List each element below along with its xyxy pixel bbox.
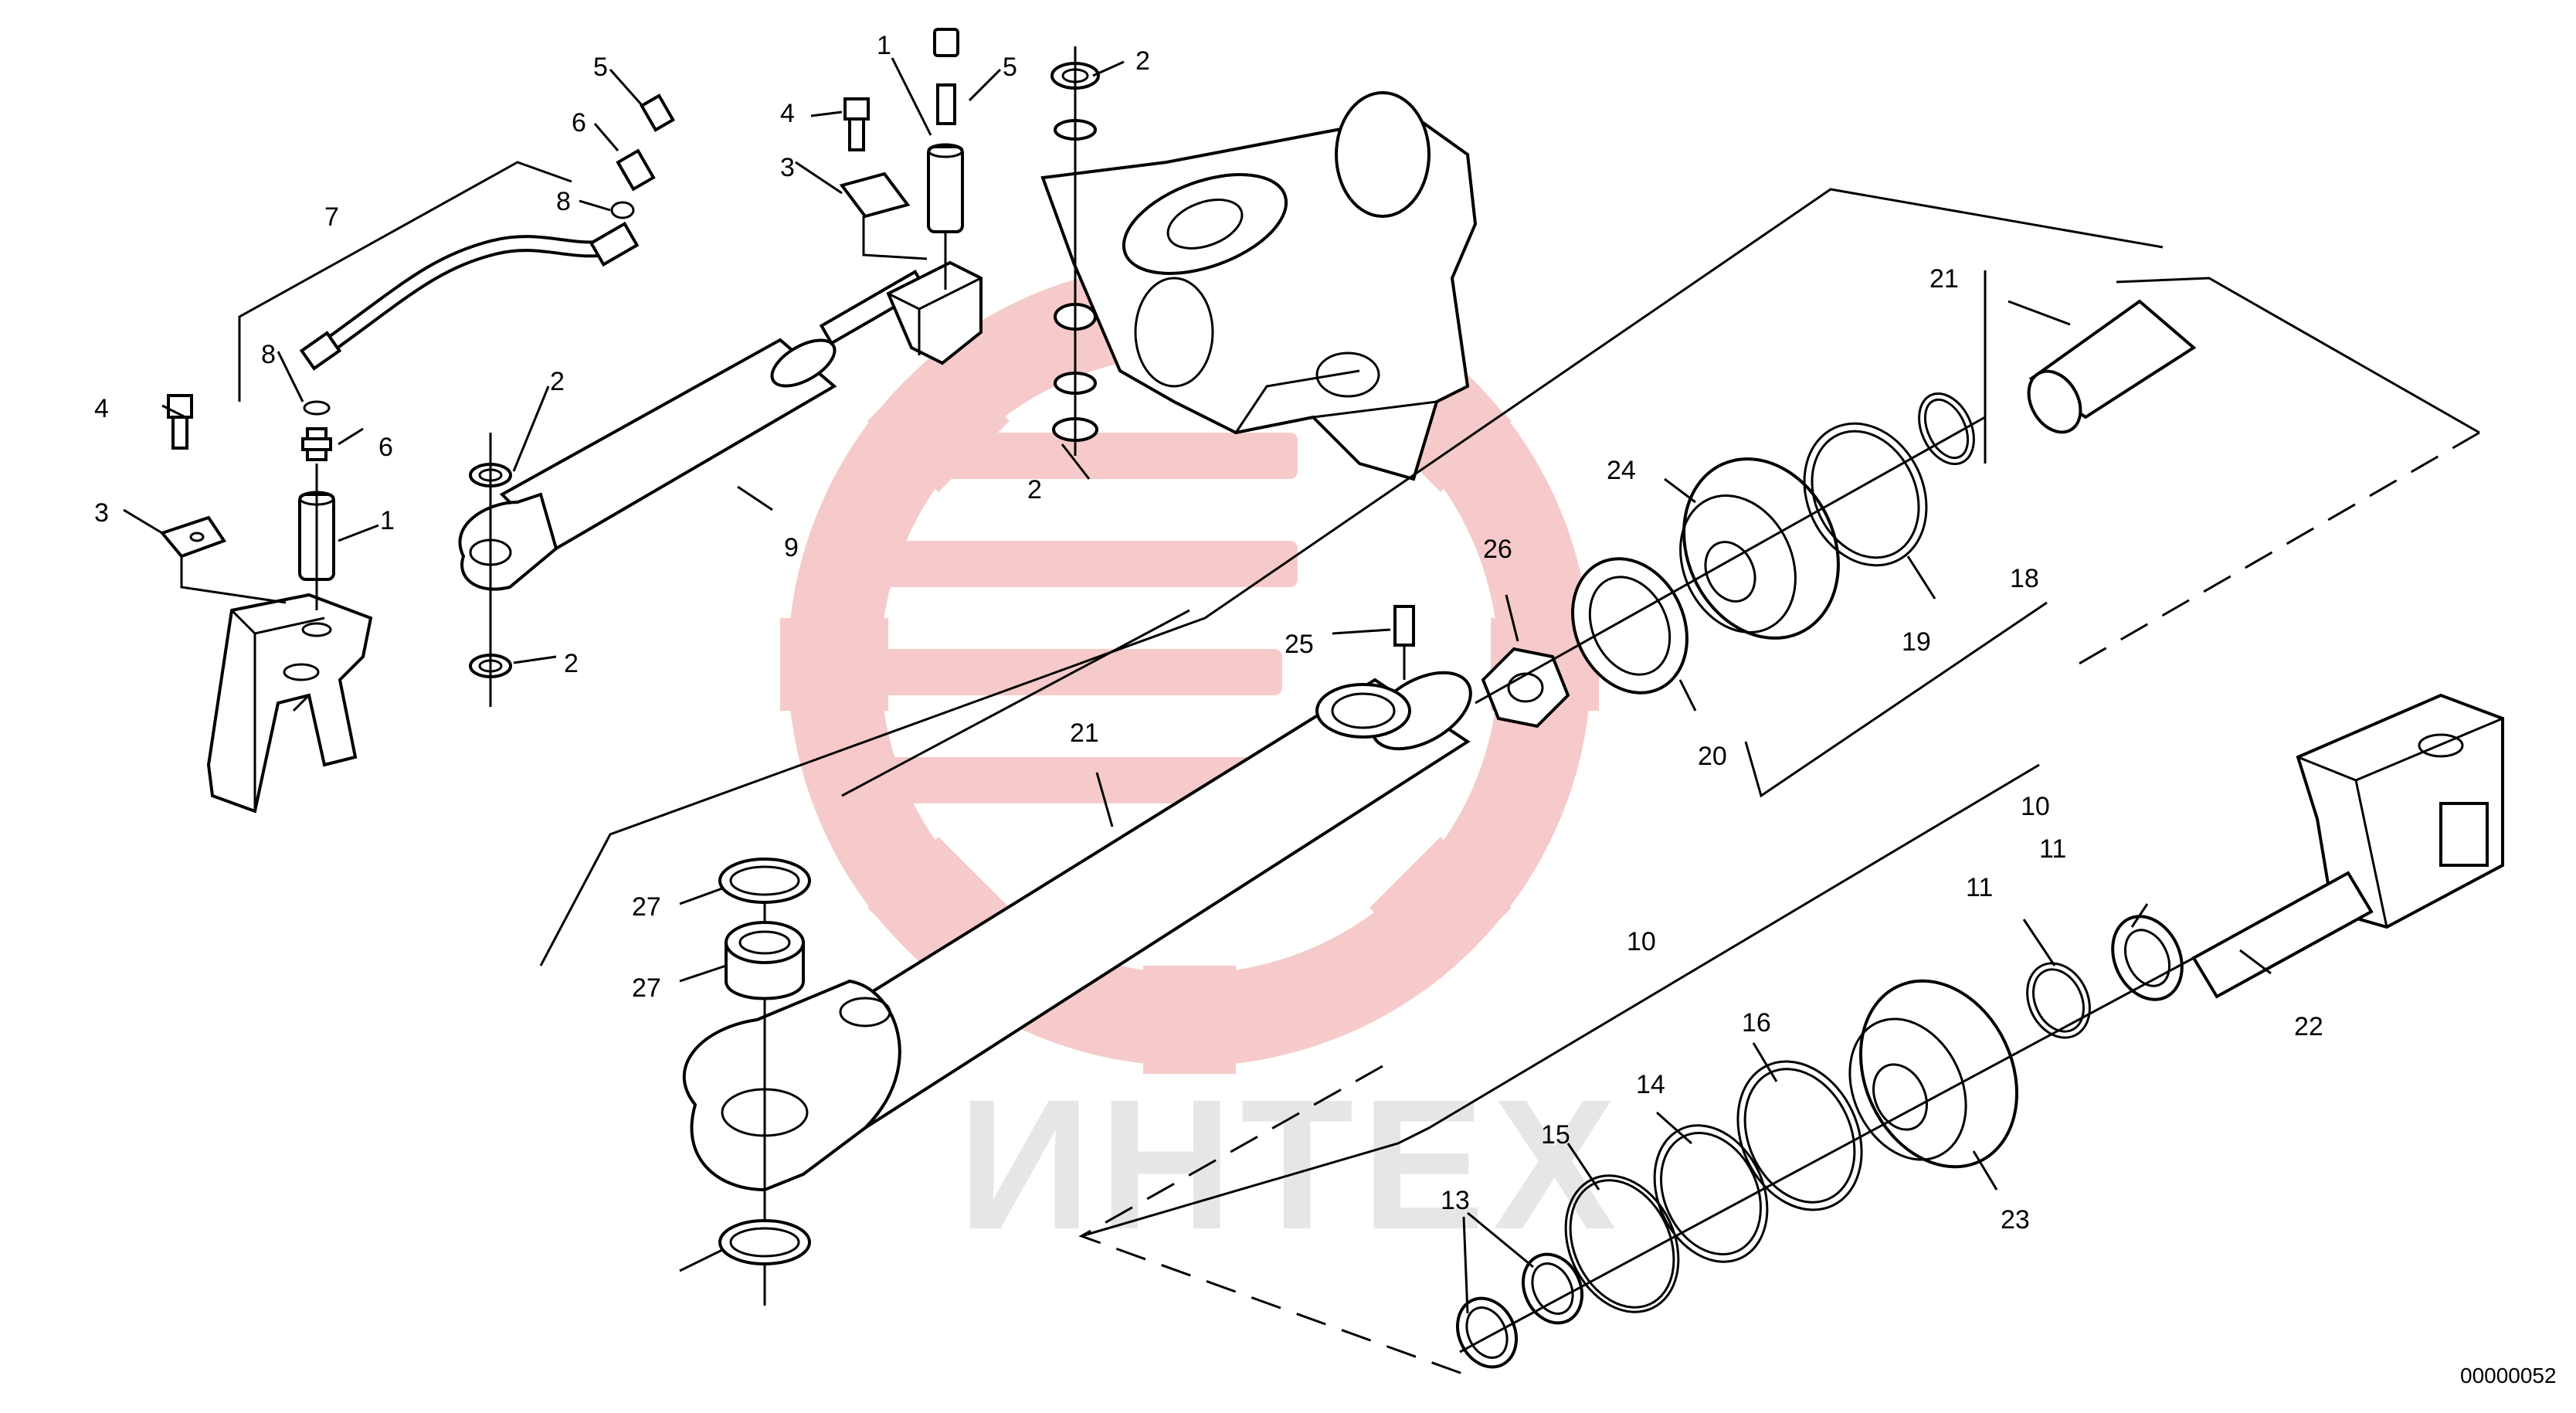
callout-19: 20 [1698, 742, 1727, 771]
seal-12 [2026, 962, 2091, 1039]
callout-20: 21 [1070, 718, 1099, 748]
left-bracket-assembly [159, 394, 373, 813]
callout-5-top: 5 [1003, 53, 1017, 82]
callout-10: 10 [1627, 927, 1656, 956]
circlip-27-top [718, 858, 811, 904]
steering-cylinder-small [458, 28, 983, 707]
callout-22: 23 [2001, 1205, 2030, 1235]
piston-set [1475, 299, 2197, 729]
o-ring-left [303, 400, 331, 416]
callout-13: 13 [1441, 1186, 1470, 1215]
callout-2-top: 2 [1135, 46, 1150, 76]
callout-14: 14 [1636, 1070, 1665, 1099]
lock-plate-left [159, 515, 227, 559]
callout-1-left: 1 [380, 506, 395, 535]
callout-2-cyl-top: 2 [550, 367, 565, 396]
callout-6: 6 [572, 108, 586, 138]
callout-4-top: 4 [780, 99, 795, 128]
callout-11: 11 [2039, 834, 2066, 864]
callout-1-top: 1 [877, 31, 891, 60]
callout-26: 27 [632, 973, 661, 1003]
axle-housing [1040, 46, 1478, 481]
nut-25 [1481, 647, 1570, 729]
callout-9: 9 [784, 533, 799, 562]
drawing-number: 00000052 [2460, 1364, 2557, 1388]
seal-18 [1803, 422, 1928, 567]
callout-23: 24 [1607, 456, 1636, 485]
callout-8-left: 8 [261, 340, 276, 369]
piston-rod-assembly [1456, 693, 2504, 1369]
callout-8: 8 [556, 187, 571, 216]
callout-4-left: 4 [94, 394, 109, 423]
leader-lines [123, 57, 2272, 1314]
breather-top [640, 93, 675, 132]
rod-eye-block [2296, 693, 2504, 929]
wiper-11 [2111, 915, 2184, 1001]
callout-7: 7 [324, 202, 339, 232]
main-cylinder-barrel [682, 605, 1472, 1306]
callout-2-cyl-bottom: 2 [564, 649, 579, 678]
watermark-text: ИНТЕХ [958, 1061, 1624, 1268]
left-bracket [206, 593, 373, 813]
callout-labels: 5 6 8 7 8 4 6 3 1 4 3 1 5 2 2 2 2 9 21 2… [94, 31, 2323, 1235]
ring-19 [1571, 557, 1688, 695]
bolt-top [843, 97, 870, 121]
callout-21-top: 21 [1929, 264, 1959, 294]
callout-2-axle: 2 [1027, 475, 1042, 504]
callout-3-left: 3 [94, 498, 109, 528]
pin-top [927, 145, 964, 233]
hydraulic-hose [299, 93, 675, 371]
guide-ring-17 [1918, 392, 1975, 466]
bush-13a [1522, 1252, 1583, 1325]
callout-5: 5 [593, 53, 608, 82]
callout-27-top: 27 [632, 892, 661, 922]
callout-21-bottom: 22 [2294, 1012, 2323, 1041]
plug-24 [1393, 605, 1415, 647]
callout-16: 16 [1742, 1008, 1771, 1038]
bush-13b [1456, 1296, 1518, 1369]
group-lines [238, 161, 2480, 1380]
circlip-27-bottom [718, 1219, 811, 1265]
backup-ring-14 [1653, 1124, 1769, 1263]
callout-6-left: 6 [378, 433, 393, 462]
callout-12: 11 [1966, 873, 1993, 902]
callout-15: 15 [1541, 1120, 1570, 1150]
port-boss [1315, 683, 1411, 739]
callout-3-top: 3 [780, 153, 795, 182]
callout-24: 25 [1285, 630, 1314, 659]
callout-18: 19 [1902, 627, 1931, 657]
callout-25: 26 [1483, 535, 1512, 564]
callout-11-b: 10 [2021, 792, 2050, 821]
fitting-top [616, 148, 656, 192]
callout-17: 18 [2010, 564, 2039, 593]
lock-plate-top [839, 172, 911, 219]
